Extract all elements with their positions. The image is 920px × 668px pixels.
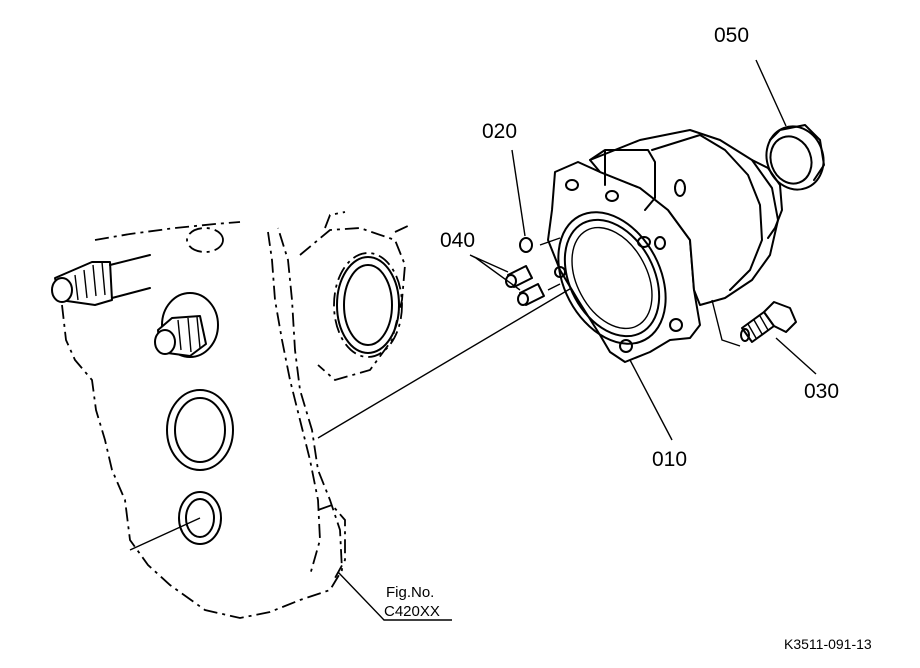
mount-seal-ring — [336, 256, 400, 354]
lower-plug-ring — [178, 491, 222, 545]
label-020: 020 — [482, 120, 517, 143]
transmission-case-phantom — [61, 211, 411, 619]
figure-number-code: C420XX — [384, 603, 440, 620]
leader-020 — [511, 149, 526, 237]
dowel-pins-040 — [505, 237, 561, 306]
output-shaft — [154, 292, 219, 358]
label-030: 030 — [804, 380, 839, 403]
label-050: 050 — [714, 24, 749, 47]
plug-030 — [740, 301, 797, 343]
leader-010 — [629, 359, 673, 441]
oil-seal-050 — [765, 124, 825, 191]
assembly-centerline — [317, 263, 613, 439]
figure-number-label: Fig.No. — [386, 584, 434, 601]
leader-040 — [469, 254, 521, 291]
case-seal-ring — [166, 389, 234, 471]
label-010: 010 — [652, 448, 687, 471]
label-040: 040 — [440, 229, 475, 252]
leader-fig — [337, 571, 452, 621]
o-ring-020 — [519, 237, 533, 253]
plug-centerline — [129, 517, 201, 551]
drawing-code: K3511-091-13 — [784, 636, 872, 652]
input-shaft — [51, 254, 151, 306]
housing-010 — [547, 129, 783, 363]
leader-030 — [775, 337, 817, 375]
leader-050 — [755, 59, 787, 127]
